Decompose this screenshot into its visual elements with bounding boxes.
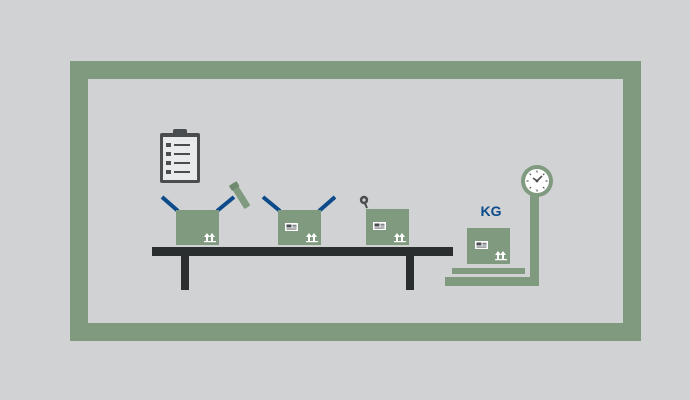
conveyor-leg-right — [406, 256, 414, 290]
this-side-up-icon — [394, 233, 406, 243]
shipping-label-icon — [475, 241, 488, 249]
this-side-up-icon — [204, 233, 216, 243]
clock-dial-icon — [521, 165, 553, 197]
scale-column — [530, 193, 539, 283]
tape-dispenser-icon — [229, 181, 250, 209]
closed-box-icon — [366, 209, 409, 245]
scale-platform — [452, 268, 525, 274]
weighed-box-icon — [467, 228, 510, 264]
scale-base — [445, 277, 539, 286]
this-side-up-icon — [306, 233, 318, 243]
conveyor-leg-left — [181, 256, 189, 290]
this-side-up-icon — [495, 251, 507, 261]
label-stamp-icon — [359, 195, 369, 209]
conveyor-belt — [152, 247, 453, 290]
weighing-scale-icon: KG — [445, 165, 553, 286]
labeled-open-box-icon — [261, 195, 337, 245]
open-box-icon — [160, 195, 236, 245]
shipping-label-icon — [373, 222, 386, 230]
clipboard-checklist-icon — [160, 129, 200, 183]
shipping-label-icon — [285, 223, 298, 231]
conveyor-top — [152, 247, 453, 256]
frame-border — [70, 61, 641, 341]
scale-unit-label: KG — [481, 203, 502, 219]
